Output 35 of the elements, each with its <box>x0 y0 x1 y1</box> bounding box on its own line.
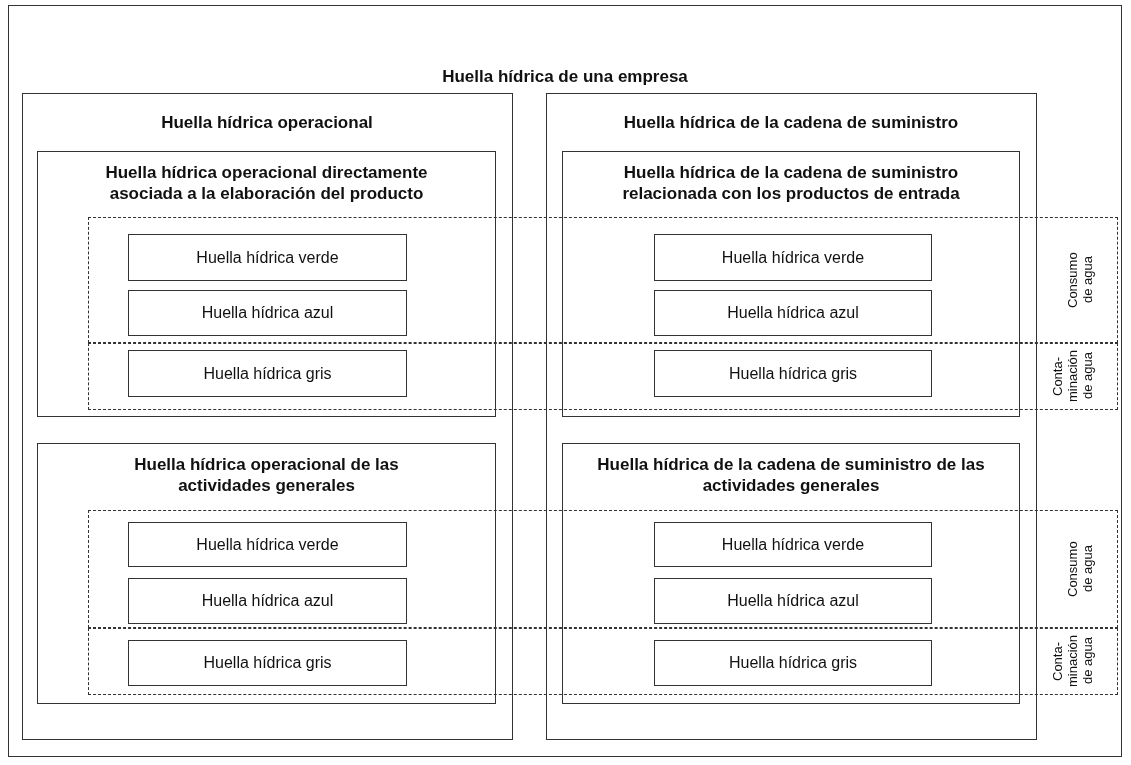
footprint-box <box>654 522 932 567</box>
heading: Huella hídrica de la cadena de suministro relacionada con los productos de entrada <box>621 162 961 204</box>
heading: Huella hídrica de la cadena de suministro <box>622 111 960 133</box>
band-label: Consumo de agua <box>1064 250 1095 310</box>
heading: Huella hídrica operacional directamente asociada a la elaboración del producto <box>104 162 429 204</box>
box-label: Huella hídrica azul <box>201 304 334 322</box>
footprint-box <box>128 234 407 281</box>
footprint-box <box>654 640 932 686</box>
footprint-box <box>128 290 407 336</box>
band-label: Conta- minación de agua <box>1049 350 1095 402</box>
box-label: Huella hídrica verde <box>721 535 865 554</box>
heading: Huella hídrica de una empresa <box>441 66 689 87</box>
band-label: Conta- minación de agua <box>1049 635 1095 687</box>
band-label: Consumo de agua <box>1064 539 1095 598</box>
box-label: Huella hídrica azul <box>727 304 859 322</box>
heading: Huella hídrica de la cadena de suministro de las actividades generales <box>596 454 986 496</box>
box-label: Huella hídrica gris <box>203 654 332 672</box>
box-label: Huella hídrica verde <box>196 248 339 267</box>
heading: Huella hídrica operacional de las actividades generales <box>133 454 400 496</box>
footprint-box <box>654 234 932 281</box>
footprint-box <box>128 522 407 567</box>
box-label: Huella hídrica verde <box>196 535 339 554</box>
box-label: Huella hídrica azul <box>727 592 859 610</box>
footprint-box <box>654 350 932 397</box>
box-label: Huella hídrica azul <box>201 592 334 610</box>
heading: Huella hídrica operacional <box>160 111 374 133</box>
footprint-box <box>654 578 932 624</box>
box-label: Huella hídrica verde <box>721 248 865 267</box>
box-label: Huella hídrica gris <box>203 364 332 383</box>
footprint-box <box>128 350 407 397</box>
footprint-box <box>654 290 932 336</box>
box-label: Huella hídrica gris <box>728 654 858 672</box>
footprint-box <box>128 578 407 624</box>
box-label: Huella hídrica gris <box>728 364 858 383</box>
footprint-box <box>128 640 407 686</box>
